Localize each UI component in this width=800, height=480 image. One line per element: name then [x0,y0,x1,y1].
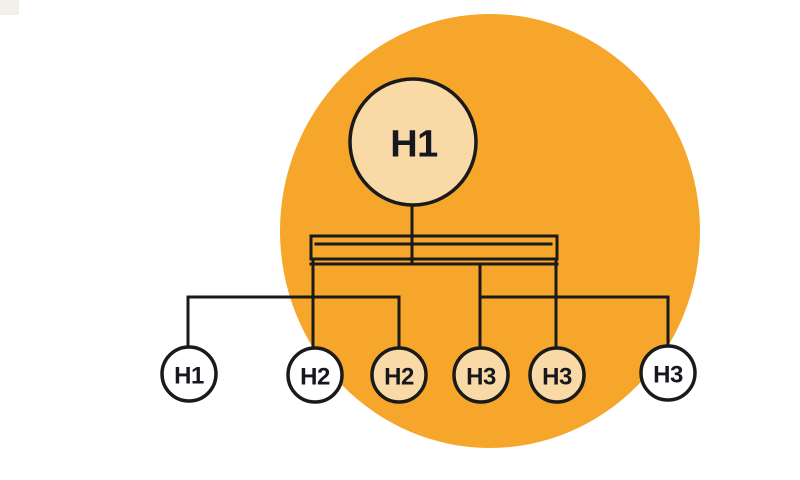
connector-left-rail [186,295,401,351]
root-node-label: H1 [390,123,438,165]
child-node-circle [528,346,586,404]
child-node-circle [452,346,510,404]
corner-artifact [0,0,19,15]
root-node: H1 [348,77,478,207]
child-node-circle [370,346,428,404]
child-node: H1 [160,345,218,403]
child-node-circle [160,345,218,403]
child-node: H3 [452,346,510,404]
root-node-circle [348,77,478,207]
connector-right-rail [478,295,670,350]
child-node-label: H2 [300,363,330,390]
child-node-label: H3 [653,361,683,388]
child-node-label: H2 [384,363,414,390]
child-node: H3 [528,346,586,404]
child-node-label: H3 [466,363,496,390]
child-node: H2 [286,346,344,404]
child-node-circle [286,346,344,404]
child-node-label: H1 [174,362,204,389]
child-node: H2 [370,346,428,404]
child-node-circle [639,344,697,402]
child-node: H3 [639,344,697,402]
connectors [186,203,670,351]
child-node-label: H3 [542,363,572,390]
connector-bar-outer [309,234,559,261]
